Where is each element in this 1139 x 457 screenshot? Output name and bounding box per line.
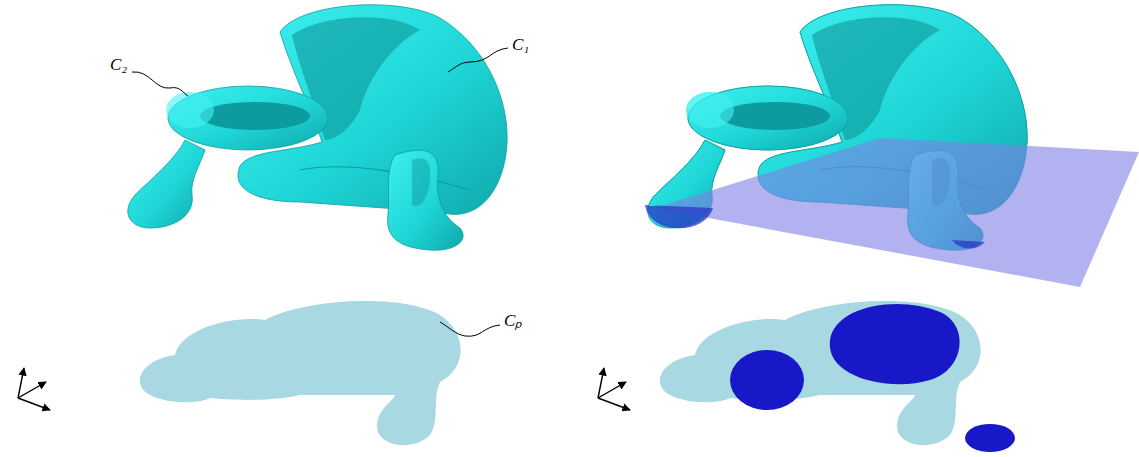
part-label: Cₚ bbox=[504, 312, 522, 329]
part-label: C₂ bbox=[110, 56, 127, 73]
object-3d bbox=[128, 5, 507, 250]
projection bbox=[140, 301, 461, 445]
axes bbox=[598, 368, 630, 410]
leader-line bbox=[132, 72, 188, 96]
object-3d-cut bbox=[645, 5, 1139, 287]
part-label: C₁ bbox=[512, 36, 529, 53]
projection-cut bbox=[660, 301, 1015, 452]
axes bbox=[18, 368, 50, 410]
leader-line bbox=[448, 48, 508, 72]
leader-line bbox=[440, 322, 500, 336]
